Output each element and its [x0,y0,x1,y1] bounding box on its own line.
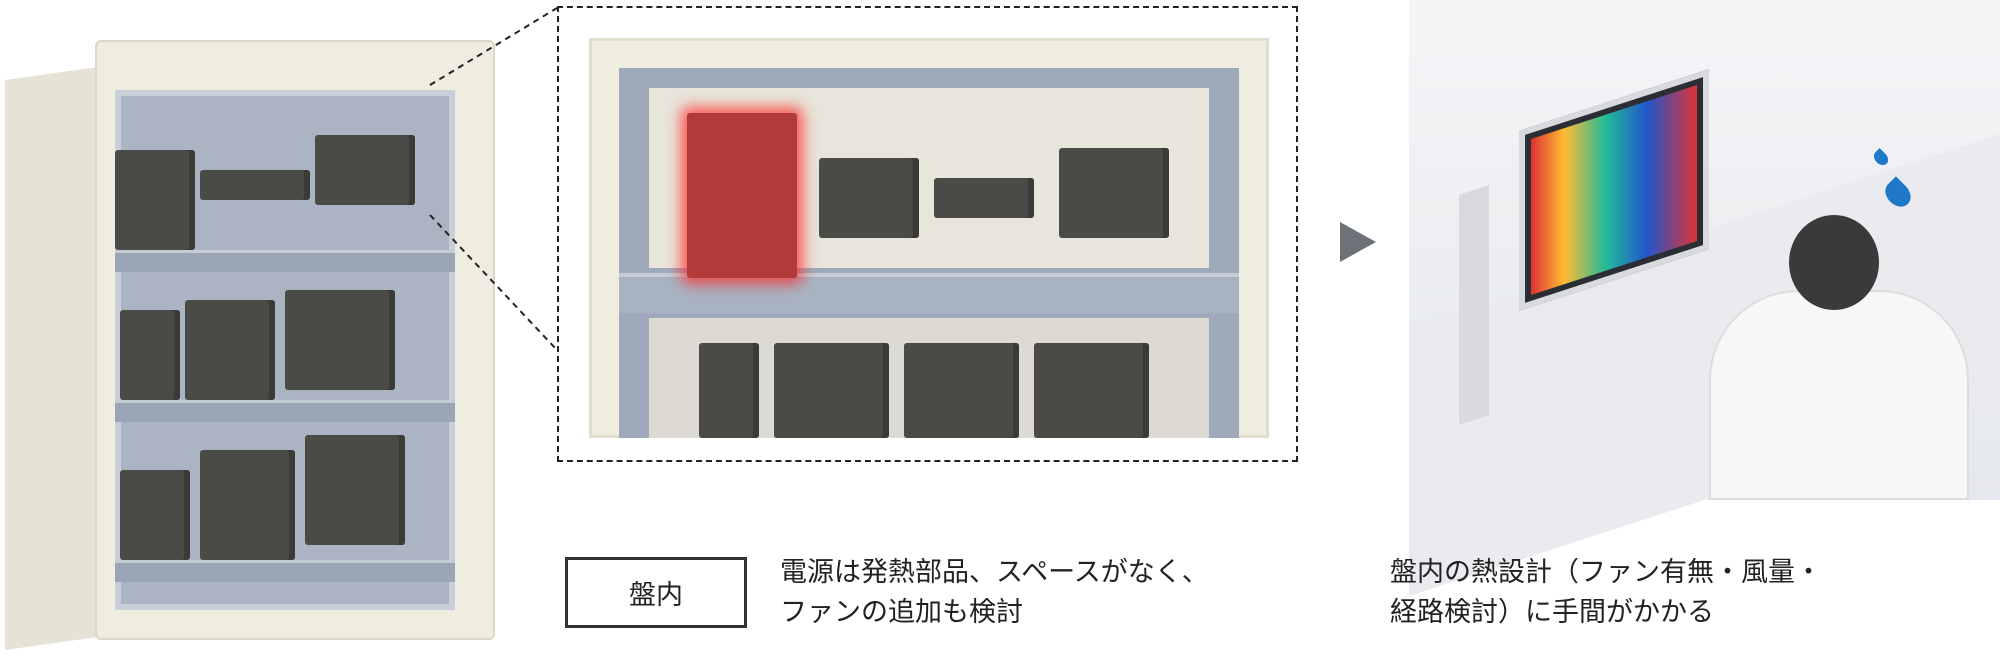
zoomed-detail-panel [557,6,1298,462]
component-block [904,343,1019,438]
caption-left-line: ファンの追加も検討 [780,597,1023,628]
terminal-block [934,178,1034,218]
sweat-drop-icon [1871,148,1891,168]
breaker-block [819,158,919,238]
caption-left-line: 電源は発熱部品、スペースがなく、 [780,557,1209,588]
side-monitor [1459,185,1489,425]
cabinet-shelf [115,400,455,422]
component-block [200,450,295,560]
cabinet-shelf [115,250,455,272]
engineer-head [1789,215,1879,310]
label-box-in-panel: 盤内 [565,557,747,628]
terminal-block [200,170,310,200]
arrow-right-icon [1340,222,1376,262]
component-block [774,343,889,438]
caption-left: 電源は発熱部品、スペースがなく、 ファンの追加も検討 [780,553,1209,633]
breaker-block [315,135,415,205]
component-block [285,290,395,390]
component-block [120,470,190,560]
caption-right-line: 盤内の熱設計（ファン有無・風量・ [1390,557,1822,588]
shelf-rail [619,273,1239,313]
component-block [1034,343,1149,438]
cabinet-shelf [115,560,455,582]
component-block [185,300,275,400]
power-supply-block [115,150,195,250]
control-cabinet-illustration [5,20,495,650]
engineer-body [1709,290,1969,500]
highlighted-power-supply [687,113,797,278]
caption-right-line: 経路検討）に手間がかかる [1390,597,1714,628]
relay-block [1059,148,1169,238]
component-block [120,310,180,400]
caption-right: 盤内の熱設計（ファン有無・風量・ 経路検討）に手間がかかる [1390,553,1822,633]
engineer-thermal-design-illustration [1409,0,2000,597]
component-block [305,435,405,545]
component-block [699,343,759,438]
